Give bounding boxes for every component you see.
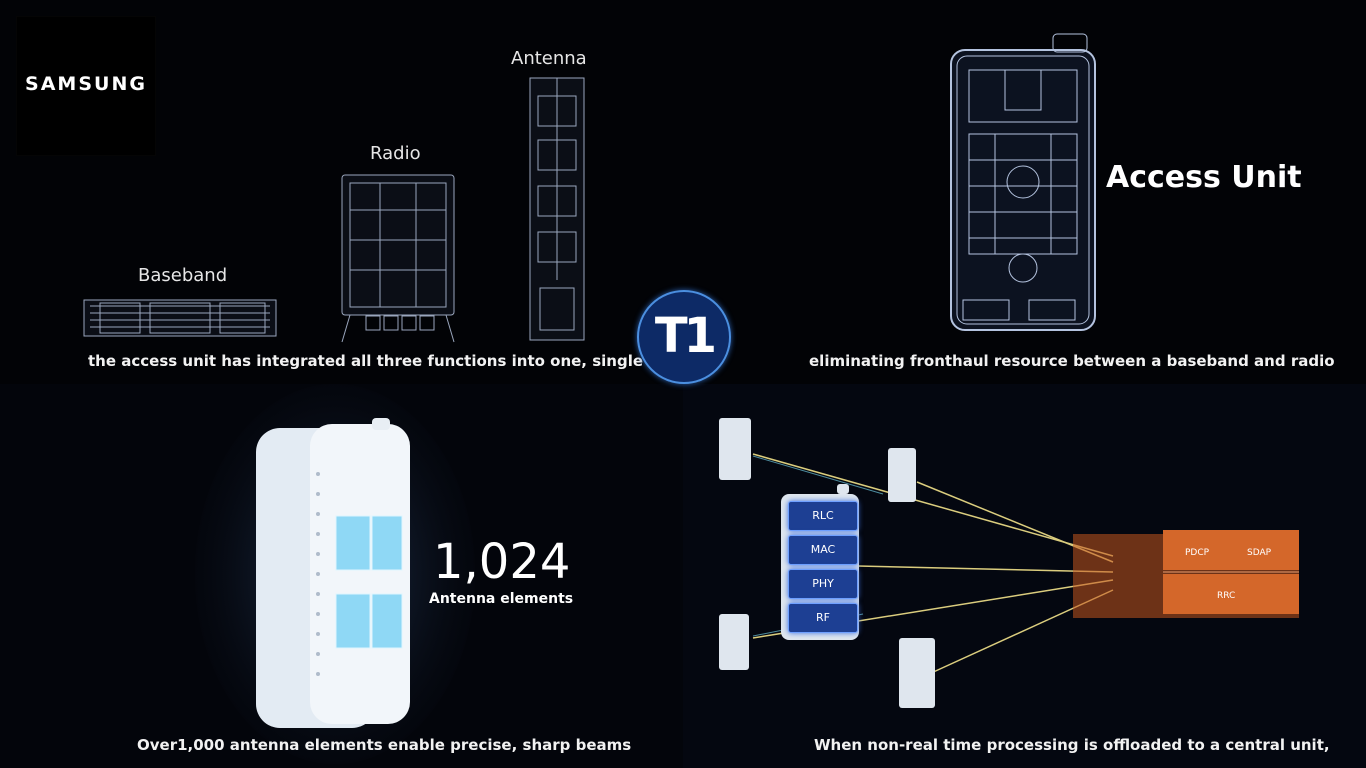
stack-phy: PHY xyxy=(788,569,858,599)
stack-mac: MAC xyxy=(788,535,858,565)
access-unit-render xyxy=(195,384,475,764)
stack-rf: RF xyxy=(788,603,858,633)
radio-wireframe xyxy=(341,174,455,343)
antenna-wireframe xyxy=(529,77,585,341)
panel-antenna-elements: 1,024 Antenna elements Over1,000 antenna… xyxy=(0,384,683,768)
panel-three-units: SAMSUNG xyxy=(0,0,683,384)
access-unit-wireframe xyxy=(950,33,1096,331)
caption-beams: Over1,000 antenna elements enable precis… xyxy=(137,736,632,754)
t1-badge-text: T1 xyxy=(654,308,717,364)
panel-central-unit: RLC MAC PHY RF PDCP SDAP RRC When non-re… xyxy=(683,384,1366,768)
antenna-label: Antenna xyxy=(511,48,587,69)
antenna-count: 1,024 xyxy=(433,534,571,590)
stack-rlc: RLC xyxy=(788,501,858,531)
caption-central-unit: When non-real time processing is offload… xyxy=(814,736,1330,754)
radio-label: Radio xyxy=(370,143,421,164)
offload-diagram xyxy=(719,418,1299,708)
samsung-logo: SAMSUNG xyxy=(16,16,156,156)
server-label-rrc: RRC xyxy=(1217,591,1236,601)
server-label-pdcp: PDCP xyxy=(1185,548,1210,558)
baseband-wireframe xyxy=(83,299,277,337)
baseband-label: Baseband xyxy=(138,265,228,286)
caption-fronthaul: eliminating fronthaul resource between a… xyxy=(809,352,1335,370)
antenna-count-label: Antenna elements xyxy=(429,591,574,607)
server-label-sdap: SDAP xyxy=(1247,548,1272,558)
caption-three-functions: the access unit has integrated all three… xyxy=(88,352,683,370)
wireframe-units xyxy=(83,77,585,343)
logo-text: SAMSUNG xyxy=(25,73,147,95)
panel-access-unit: Access Unit eliminating fronthaul resour… xyxy=(683,0,1366,384)
t1-badge: T1 xyxy=(637,290,731,384)
access-unit-title: Access Unit xyxy=(1106,160,1302,195)
